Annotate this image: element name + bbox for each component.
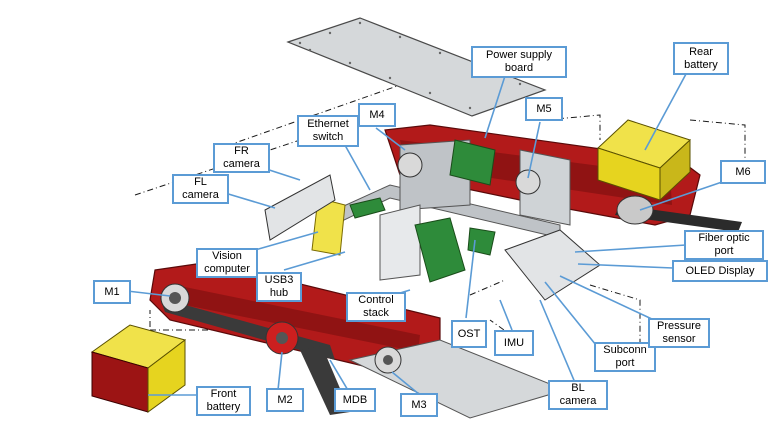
label-subconn-port: Subconn port bbox=[594, 342, 656, 372]
label-control-stack: Control stack bbox=[346, 292, 406, 322]
top-lid-panel bbox=[286, 17, 547, 117]
label-oled-display: OLED Display bbox=[672, 260, 768, 282]
callout-leaders bbox=[126, 73, 723, 396]
label-rear-battery: Rear battery bbox=[673, 42, 729, 75]
label-fr-camera: FR camera bbox=[213, 143, 270, 173]
electronics-boards bbox=[311, 139, 496, 283]
label-m3: M3 bbox=[400, 393, 438, 417]
label-front-battery: Front battery bbox=[196, 386, 251, 416]
label-power-supply-board: Power supply board bbox=[471, 46, 567, 78]
label-m4: M4 bbox=[358, 103, 396, 127]
right-track bbox=[615, 195, 742, 232]
label-mdb: MDB bbox=[334, 388, 376, 412]
label-m2: M2 bbox=[266, 388, 304, 412]
rear-battery bbox=[597, 119, 691, 202]
label-pressure-sensor: Pressure sensor bbox=[648, 318, 710, 348]
label-m6: M6 bbox=[720, 160, 766, 184]
label-m5: M5 bbox=[525, 97, 563, 121]
camera-domes bbox=[264, 174, 601, 301]
label-usb3-hub: USB3 hub bbox=[256, 272, 302, 302]
motors bbox=[160, 152, 541, 374]
label-imu: IMU bbox=[494, 330, 534, 356]
label-vision-computer: Vision computer bbox=[196, 248, 258, 278]
label-fiber-optic-port: Fiber optic port bbox=[684, 230, 764, 260]
label-ost: OST bbox=[451, 320, 487, 348]
label-m1: M1 bbox=[93, 280, 131, 304]
front-battery bbox=[90, 324, 187, 413]
label-fl-camera: FL camera bbox=[172, 174, 229, 204]
label-bl-camera: BL camera bbox=[548, 380, 608, 410]
label-ethernet-switch: Ethernet switch bbox=[297, 115, 359, 147]
